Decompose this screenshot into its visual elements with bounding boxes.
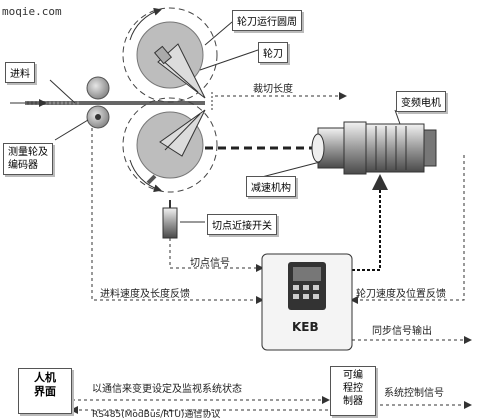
rotation-arrow-top <box>129 7 162 41</box>
blade-path-circle-bottom <box>122 97 218 193</box>
label-cut-signal: 切点信号 <box>190 258 230 269</box>
label-system-signal: 系统控制信号 <box>384 388 444 399</box>
label-blade-path: 轮刀运行圆周 <box>232 10 302 31</box>
label-blade-feedback: 轮刀速度及位置反馈 <box>356 289 446 300</box>
servo-motor <box>365 123 425 173</box>
label-servo-motor: 变频电机 <box>396 91 446 112</box>
keb-logo: KEB <box>292 320 319 334</box>
label-feed-feedback: 进料速度及长度反馈 <box>100 289 190 300</box>
label-sync-output: 同步信号输出 <box>372 326 432 337</box>
label-hmi-comm: 以通信来变更设定及监视系统状态 <box>92 384 242 395</box>
label-blade: 轮刀 <box>258 42 288 63</box>
proximity-switch <box>162 207 178 239</box>
label-protocol: RS485(ModBus/RTU)通信协议 <box>92 410 221 420</box>
measure-wheel-top <box>86 76 110 100</box>
plc-box: 可编 程控 制器 <box>330 366 376 416</box>
motor-drive-line <box>352 174 388 271</box>
hmi-box: 人机 界面 <box>18 368 72 414</box>
rotation-arrow-bottom <box>129 159 162 193</box>
blade-feedback-line <box>350 155 465 304</box>
label-feed: 进料 <box>5 62 35 83</box>
lower-blade <box>159 109 206 157</box>
watermark: moqie.com <box>2 5 62 18</box>
blade-path-circle-top <box>122 7 218 103</box>
label-measure-wheel: 测量轮及 编码器 <box>3 143 53 175</box>
cut-signal-line <box>169 238 264 272</box>
label-proximity-switch: 切点近接开关 <box>207 214 277 235</box>
label-cut-length: 裁切长度 <box>253 84 293 95</box>
label-reducer: 减速机构 <box>246 176 296 197</box>
